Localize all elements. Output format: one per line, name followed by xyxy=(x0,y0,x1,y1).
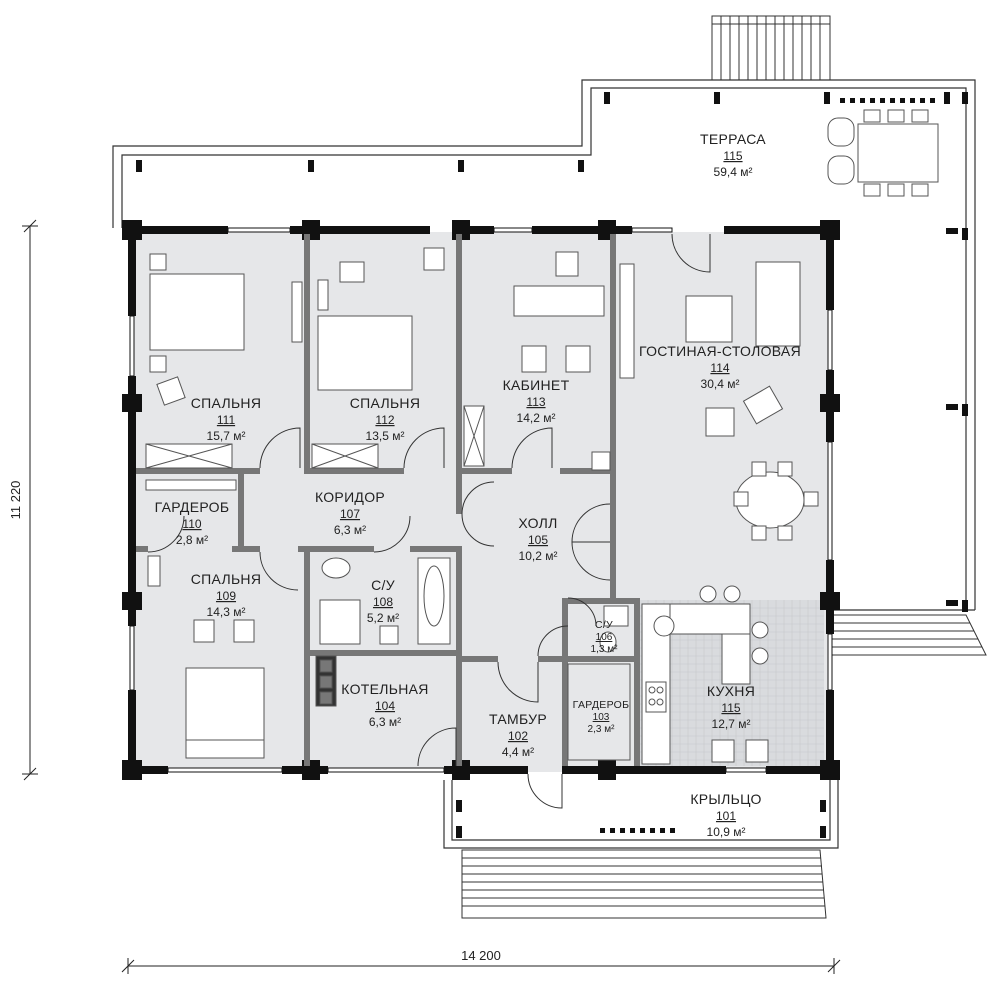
room-number: 114 xyxy=(710,361,729,375)
room-area: 5,2 м² xyxy=(367,611,399,625)
dimension-height xyxy=(22,219,38,781)
room-number: 106 xyxy=(596,632,613,643)
room-name: ГАРДЕРОБ xyxy=(155,499,230,515)
room-label-103: ГАРДЕРОБ 103 2,3 м² xyxy=(573,699,630,735)
room-number: 108 xyxy=(373,595,393,609)
room-number: 115 xyxy=(723,149,742,163)
terrace-right-stairs xyxy=(829,614,987,656)
room-area: 2,8 м² xyxy=(176,533,208,547)
room-number: 110 xyxy=(182,517,201,531)
room-number: 112 xyxy=(375,413,394,427)
room-number: 111 xyxy=(217,413,236,427)
room-name: С/У xyxy=(595,619,613,631)
terrace-outline xyxy=(112,79,976,611)
room-area: 6,3 м² xyxy=(369,715,401,729)
terrace-top-stairs xyxy=(711,15,831,81)
room-label-110: ГАРДЕРОБ 110 2,8 м² xyxy=(155,499,230,547)
dimension-height-label: 11 220 xyxy=(8,481,23,520)
porch-stairs xyxy=(461,849,827,919)
room-area: 14,3 м² xyxy=(207,605,246,619)
room-number: 102 xyxy=(508,729,528,743)
room-area: 30,4 м² xyxy=(701,377,740,391)
room-area: 15,7 м² xyxy=(207,429,246,443)
doors xyxy=(147,233,711,809)
dimension-width xyxy=(121,958,841,974)
room-label-106: С/У 106 1,3 м² xyxy=(591,619,619,655)
room-number: 109 xyxy=(216,589,236,603)
room-name: КУХНЯ xyxy=(707,683,755,699)
dashed-railings xyxy=(600,98,935,833)
room-name: ТАМБУР xyxy=(489,711,547,727)
room-name: СПАЛЬНЯ xyxy=(350,395,421,411)
room-label-112: СПАЛЬНЯ 112 13,5 м² xyxy=(350,395,421,443)
furniture xyxy=(145,109,939,765)
porch-outline xyxy=(443,780,839,849)
room-area: 14,2 м² xyxy=(517,411,556,425)
room-name: ХОЛЛ xyxy=(518,515,557,531)
room-label-115k: КУХНЯ 115 12,7 м² xyxy=(707,683,755,731)
room-area: 12,7 м² xyxy=(712,717,751,731)
room-name: КРЫЛЬЦО xyxy=(690,791,761,807)
room-area: 1,3 м² xyxy=(591,644,619,655)
room-area: 13,5 м² xyxy=(366,429,405,443)
room-area: 59,4 м² xyxy=(714,165,753,179)
room-number: 105 xyxy=(528,533,548,547)
room-name: КАБИНЕТ xyxy=(503,377,570,393)
room-label-101: КРЫЛЬЦО 101 10,9 м² xyxy=(690,791,761,839)
room-label-102: ТАМБУР 102 4,4 м² xyxy=(489,711,547,759)
room-area: 10,9 м² xyxy=(707,825,746,839)
room-area: 2,3 м² xyxy=(588,724,616,735)
room-label-111: СПАЛЬНЯ 111 15,7 м² xyxy=(191,395,262,443)
room-name: С/У xyxy=(371,577,395,593)
room-label-115t: ТЕРРАСА 115 59,4 м² xyxy=(700,131,766,179)
inner-walls xyxy=(136,234,640,766)
room-number: 113 xyxy=(526,395,545,409)
room-name: СПАЛЬНЯ xyxy=(191,395,262,411)
dimension-width-label: 14 200 xyxy=(461,948,501,963)
room-number: 115 xyxy=(721,701,740,715)
room-name: ТЕРРАСА xyxy=(700,131,766,147)
room-area: 10,2 м² xyxy=(519,549,558,563)
room-name: КОТЕЛЬНАЯ xyxy=(341,681,428,697)
room-name: ГОСТИНАЯ-СТОЛОВАЯ xyxy=(639,343,801,359)
room-label-114: ГОСТИНАЯ-СТОЛОВАЯ 114 30,4 м² xyxy=(639,343,801,391)
room-label-105: ХОЛЛ 105 10,2 м² xyxy=(518,515,557,563)
room-number: 104 xyxy=(375,699,395,713)
room-number: 101 xyxy=(716,809,736,823)
room-name: ГАРДЕРОБ xyxy=(573,699,630,711)
terrace-posts xyxy=(136,92,968,838)
room-number: 103 xyxy=(593,712,610,723)
room-label-113: КАБИНЕТ 113 14,2 м² xyxy=(503,377,570,425)
room-area: 6,3 м² xyxy=(334,523,366,537)
room-label-104: КОТЕЛЬНАЯ 104 6,3 м² xyxy=(341,681,428,729)
room-area: 4,4 м² xyxy=(502,745,534,759)
room-label-108: С/У 108 5,2 м² xyxy=(367,577,399,625)
room-number: 107 xyxy=(340,507,360,521)
room-label-107: КОРИДОР 107 6,3 м² xyxy=(315,489,385,537)
room-label-109: СПАЛЬНЯ 109 14,3 м² xyxy=(191,571,262,619)
room-name: СПАЛЬНЯ xyxy=(191,571,262,587)
room-name: КОРИДОР xyxy=(315,489,385,505)
